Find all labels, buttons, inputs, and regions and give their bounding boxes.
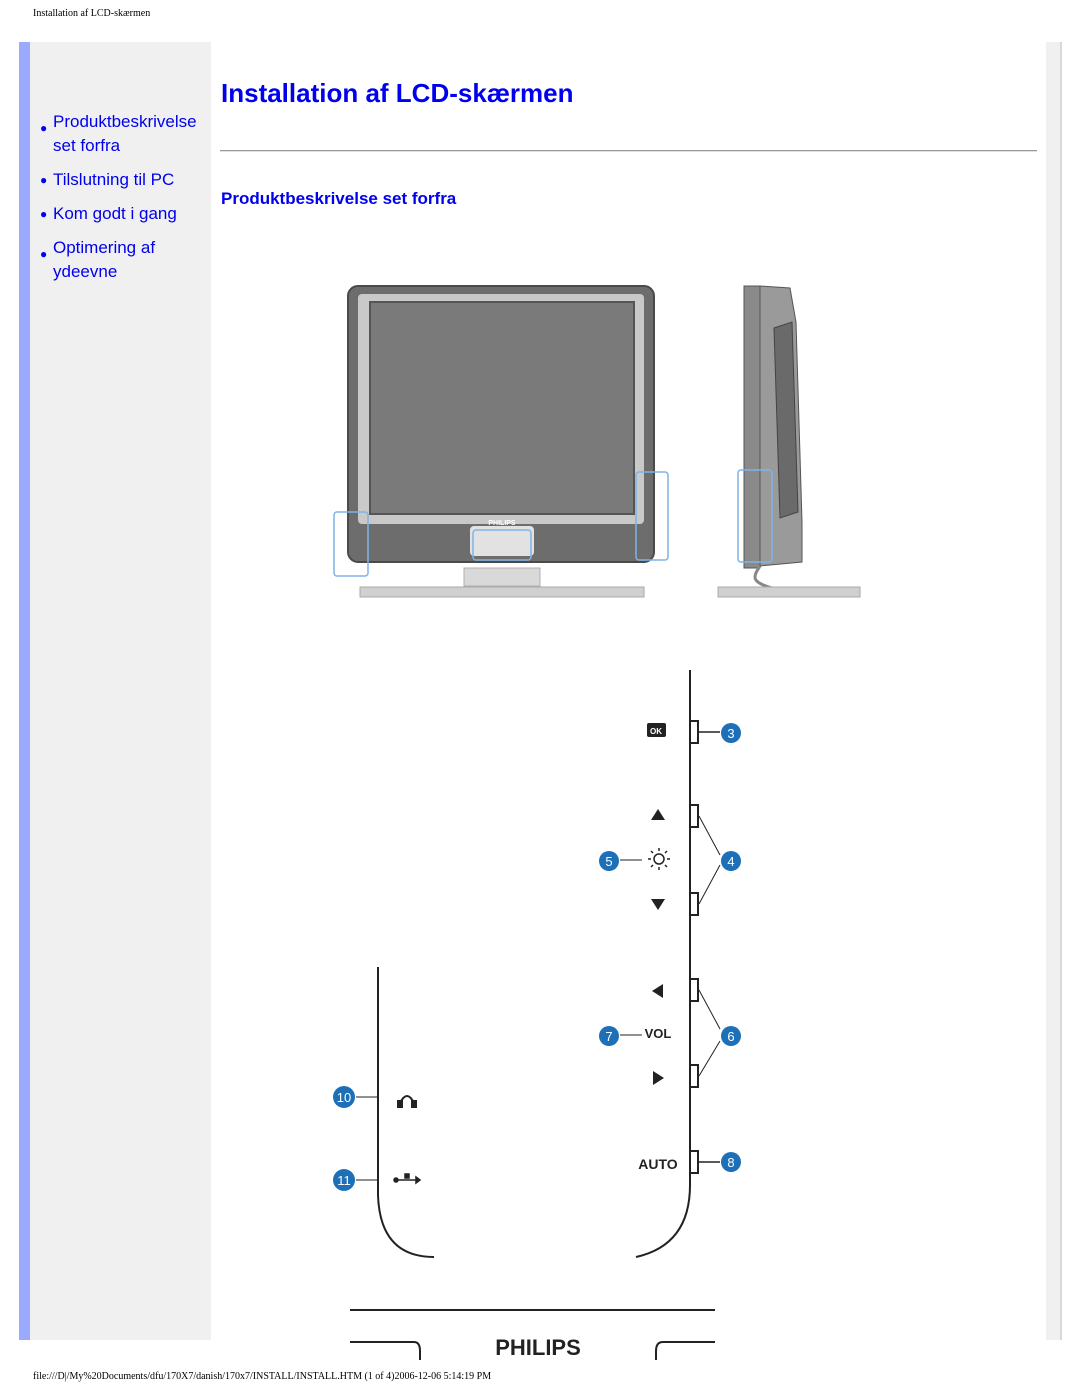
monitor-side-illustration — [717, 285, 861, 598]
svg-text:7: 7 — [605, 1029, 612, 1044]
down-button — [690, 892, 699, 916]
up-arrow-icon — [651, 809, 665, 820]
front-brand-label: PHILIPS — [488, 520, 516, 527]
brightness-icon — [648, 848, 670, 870]
controls-detail-diagram: OK VOL AUTO 3 4 5 — [333, 670, 741, 1360]
browser-page-header: Installation af LCD-skærmen — [33, 8, 151, 19]
down-arrow-icon — [651, 899, 665, 910]
bullet-icon: ● — [40, 247, 48, 261]
nav-link-kom-godt-i-gang[interactable]: ● Kom godt i gang — [40, 202, 212, 226]
bullet-icon: ● — [40, 207, 48, 221]
left-controls-highlight — [333, 511, 369, 577]
browser-page-footer: file:///D|/My%20Documents/dfu/170X7/dani… — [33, 1371, 492, 1382]
svg-text:3: 3 — [727, 726, 734, 741]
svg-text:OK: OK — [650, 727, 662, 736]
auto-label: AUTO — [638, 1156, 678, 1172]
callout-8: 8 — [721, 1152, 741, 1172]
callout-10: 10 — [333, 1086, 355, 1108]
page-title: Installation af LCD-skærmen — [221, 78, 574, 108]
title-divider — [220, 150, 1037, 152]
nav-link-label[interactable]: Kom godt i gang — [53, 204, 177, 223]
nav-link-label[interactable]: Produktbeskrivelse set forfra — [53, 112, 197, 155]
monitor-front-illustration: PHILIPS — [333, 285, 669, 598]
sidebar-nav: ● Produktbeskrivelse set forfra ● Tilslu… — [40, 110, 212, 294]
svg-text:10: 10 — [337, 1090, 351, 1105]
nav-link-produktbeskrivelse[interactable]: ● Produktbeskrivelse set forfra — [40, 110, 212, 158]
callout-3: 3 — [721, 723, 741, 743]
bottom-controls-highlight — [472, 529, 532, 561]
up-button — [690, 804, 699, 828]
left-button — [690, 978, 699, 1002]
auto-button — [690, 1150, 699, 1174]
svg-text:6: 6 — [727, 1029, 734, 1044]
vol-label: VOL — [645, 1026, 672, 1041]
right-button — [690, 1064, 699, 1088]
brand-logo: PHILIPS — [495, 1335, 581, 1360]
right-controls-highlight — [635, 471, 669, 561]
svg-text:4: 4 — [727, 854, 734, 869]
right-frame-border — [1060, 42, 1062, 1340]
callout-7: 7 — [599, 1026, 619, 1046]
nav-link-label[interactable]: Optimering af ydeevne — [53, 238, 156, 281]
ok-icon — [647, 723, 666, 737]
nav-link-tilslutning[interactable]: ● Tilslutning til PC — [40, 168, 212, 192]
bullet-icon: ● — [40, 173, 48, 187]
ok-button: OK — [647, 720, 720, 744]
callout-4: 4 — [721, 851, 741, 871]
bullet-icon: ● — [40, 121, 48, 135]
left-arrow-icon — [652, 984, 663, 998]
sidebar-accent-strip — [19, 42, 30, 1340]
section-heading: Produktbeskrivelse set forfra — [221, 189, 457, 208]
nav-link-label[interactable]: Tilslutning til PC — [53, 170, 175, 189]
svg-text:8: 8 — [727, 1155, 734, 1170]
sidebar — [30, 42, 211, 1340]
headphone-icon — [397, 1095, 417, 1108]
callout-5: 5 — [599, 851, 619, 871]
side-controls-highlight — [737, 469, 773, 563]
right-frame — [1046, 42, 1060, 1340]
right-arrow-icon — [653, 1071, 664, 1085]
callout-11: 11 — [333, 1169, 355, 1191]
nav-link-optimering[interactable]: ● Optimering af ydeevne — [40, 236, 212, 284]
usb-icon — [393, 1173, 422, 1185]
svg-text:11: 11 — [337, 1173, 351, 1188]
callout-6: 6 — [721, 1026, 741, 1046]
svg-text:5: 5 — [605, 854, 612, 869]
